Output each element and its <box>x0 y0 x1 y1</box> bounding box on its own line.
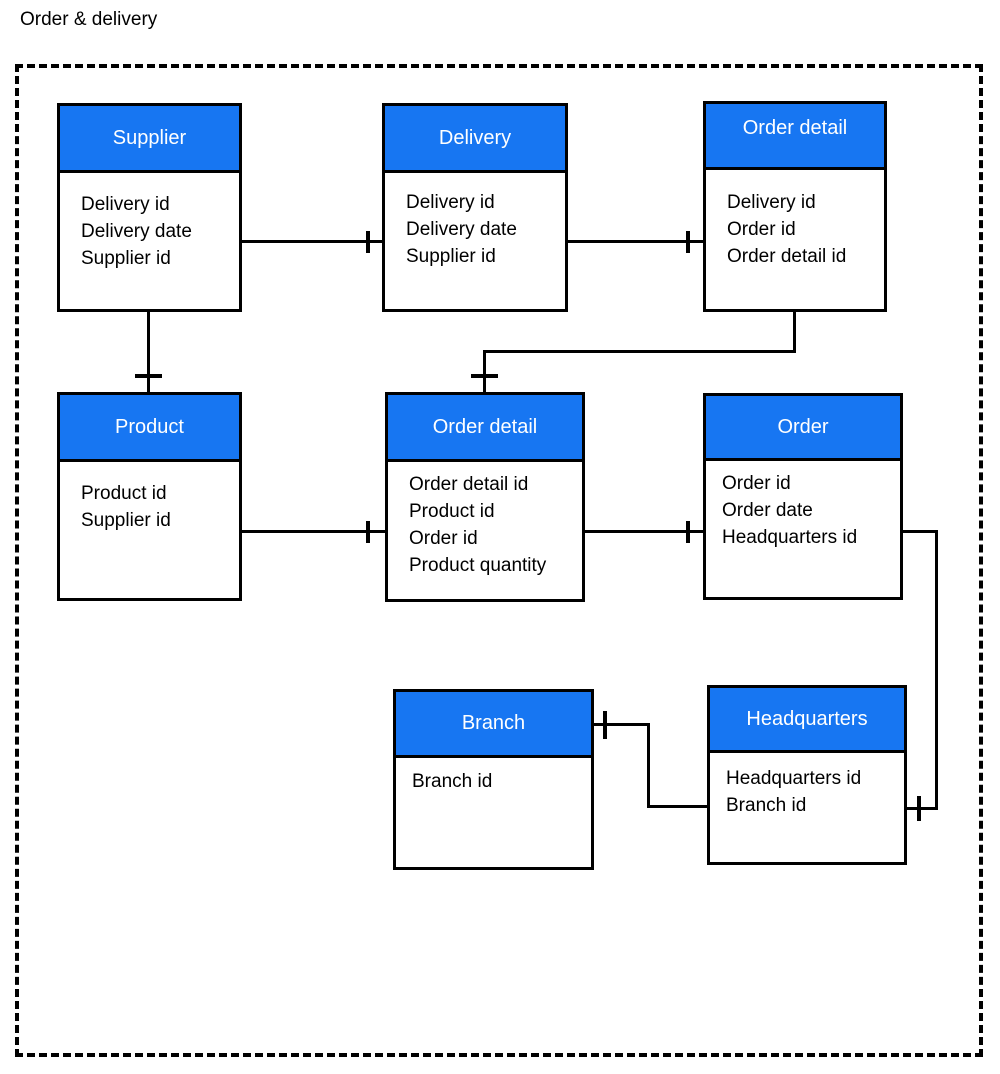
relationship-line-branch-headquarters-h2 <box>647 805 707 808</box>
relationship-line-orderdetailtop-orderdetail-h <box>483 350 796 353</box>
relationship-line-supplier-product <box>147 312 150 392</box>
cardinality-one-tick <box>603 711 607 739</box>
attribute: Supplier id <box>81 248 171 269</box>
relationship-line-orderdetailtop-orderdetail-v2 <box>483 350 486 392</box>
attribute: Branch id <box>726 795 807 816</box>
relationship-line-branch-headquarters-h1 <box>594 723 650 726</box>
entity-order-detail-top-attributes: Delivery id Order id Order detail id <box>706 170 884 309</box>
entity-order-detail-top[interactable]: Order detail Delivery id Order id Order … <box>703 101 887 312</box>
relationship-line-product-orderdetail <box>242 530 385 533</box>
entity-headquarters[interactable]: Headquarters Headquarters id Branch id <box>707 685 907 865</box>
cardinality-one-tick <box>686 521 690 543</box>
entity-order-detail[interactable]: Order detail Order detail id Product id … <box>385 392 585 602</box>
entity-title: Order detail <box>432 415 538 438</box>
diagram-title: Order & delivery <box>20 9 158 30</box>
entity-branch-header: Branch <box>396 692 591 758</box>
attribute: Delivery id <box>727 192 816 213</box>
entity-branch-attributes: Branch id <box>396 758 591 867</box>
attribute: Product id <box>409 501 495 522</box>
entity-order-detail-top-header: Order detail <box>706 104 884 170</box>
attribute: Order id <box>727 219 796 240</box>
relationship-line-orderdetail-order <box>585 530 703 533</box>
relationship-line-orderdetailtop-orderdetail-v1 <box>793 312 796 353</box>
entity-supplier[interactable]: Supplier Delivery id Delivery date Suppl… <box>57 103 242 312</box>
attribute: Product quantity <box>409 555 547 576</box>
entity-order-detail-header: Order detail <box>388 395 582 462</box>
entity-order[interactable]: Order Order id Order date Headquarters i… <box>703 393 903 600</box>
cardinality-one-tick <box>917 796 921 821</box>
entity-product-attributes: Product id Supplier id <box>60 462 239 598</box>
cardinality-one-tick <box>471 374 498 378</box>
entity-delivery-header: Delivery <box>385 106 565 173</box>
attribute: Delivery date <box>81 221 192 242</box>
entity-delivery-attributes: Delivery id Delivery date Supplier id <box>385 173 565 309</box>
attribute: Supplier id <box>406 246 496 267</box>
cardinality-one-tick <box>366 521 370 543</box>
relationship-line-branch-headquarters-v <box>647 723 650 808</box>
relationship-line-delivery-orderdetail <box>568 240 703 243</box>
relationship-line-order-headquarters-v <box>935 530 938 810</box>
entity-order-header: Order <box>706 396 900 461</box>
attribute: Delivery date <box>406 219 517 240</box>
attribute: Order id <box>722 473 791 494</box>
attribute: Delivery id <box>81 194 170 215</box>
attribute: Delivery id <box>406 192 495 213</box>
relationship-line-order-headquarters-h2 <box>907 807 938 810</box>
attribute: Order detail id <box>409 474 529 495</box>
relationship-line-supplier-delivery <box>242 240 382 243</box>
entity-delivery[interactable]: Delivery Delivery id Delivery date Suppl… <box>382 103 568 312</box>
attribute: Product id <box>81 483 167 504</box>
entity-supplier-attributes: Delivery id Delivery date Supplier id <box>60 173 239 309</box>
entity-title: Headquarters <box>746 707 868 730</box>
entity-product-header: Product <box>60 395 239 462</box>
attribute: Order date <box>722 500 813 521</box>
cardinality-one-tick <box>686 231 690 253</box>
diagram-boundary-dashed-frame <box>15 64 983 1057</box>
attribute: Headquarters id <box>726 768 862 789</box>
entity-order-detail-attributes: Order detail id Product id Order id Prod… <box>388 462 582 599</box>
entity-title: Order detail <box>742 117 848 139</box>
entity-product[interactable]: Product Product id Supplier id <box>57 392 242 601</box>
entity-title: Delivery <box>438 126 512 149</box>
attribute: Order detail id <box>727 246 847 267</box>
cardinality-one-tick <box>366 231 370 253</box>
entity-title: Branch <box>461 712 526 734</box>
entity-title: Order <box>777 415 829 438</box>
entity-headquarters-attributes: Headquarters id Branch id <box>710 753 904 862</box>
attribute: Supplier id <box>81 510 171 531</box>
attribute: Branch id <box>412 771 493 792</box>
entity-order-attributes: Order id Order date Headquarters id <box>706 461 900 597</box>
relationship-line-order-headquarters-h1 <box>903 530 938 533</box>
entity-title: Supplier <box>112 126 187 149</box>
cardinality-one-tick <box>135 374 162 378</box>
attribute: Order id <box>409 528 478 549</box>
entity-branch[interactable]: Branch Branch id <box>393 689 594 870</box>
attribute: Headquarters id <box>722 527 858 548</box>
entity-headquarters-header: Headquarters <box>710 688 904 753</box>
entity-title: Product <box>115 415 184 438</box>
entity-supplier-header: Supplier <box>60 106 239 173</box>
